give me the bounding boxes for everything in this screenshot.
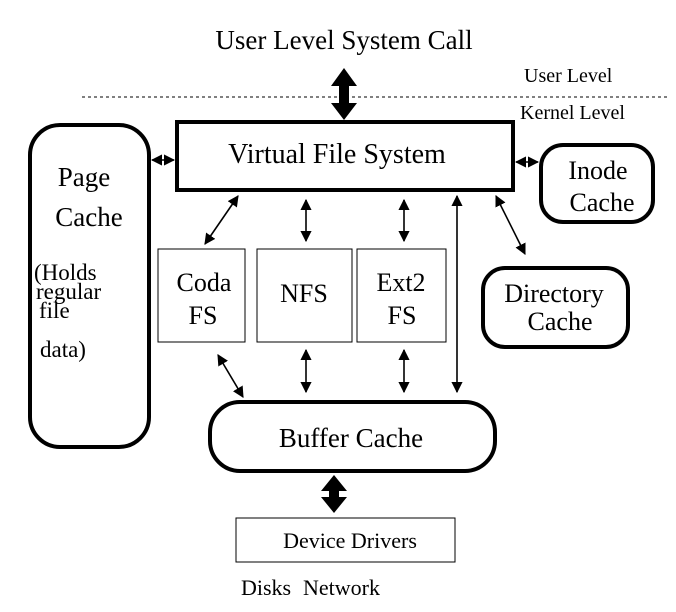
directory-cache-label-line1: Directory	[504, 279, 604, 308]
vfs-label: Virtual File System	[228, 139, 446, 170]
coda-buffer-cache-arrow	[217, 354, 244, 398]
disks-label: Disks	[241, 575, 291, 600]
page-cache-note-line1: (Holds	[34, 260, 97, 285]
page-cache-box	[28, 123, 151, 449]
buffer-cache-box	[208, 400, 497, 473]
coda-fs-label-line2: FS	[189, 301, 218, 330]
vfs-coda-arrow	[204, 195, 239, 245]
user-level-label: User Level	[524, 65, 613, 87]
vfs-box	[175, 120, 515, 192]
diagram-title: User Level System Call	[215, 25, 472, 55]
inode-cache-label-line2: Cache	[570, 188, 635, 217]
vfs-directory-cache-arrow	[495, 194, 526, 256]
inode-cache-label-line1: Inode	[568, 156, 627, 185]
ext2-fs-label-line1: Ext2	[376, 268, 425, 297]
coda-fs-box	[157, 248, 246, 343]
directory-cache-box	[481, 266, 630, 349]
device-drivers-label: Device Drivers	[283, 528, 417, 553]
ext2-fs-label-line2: FS	[388, 301, 417, 330]
page-cache-label-line1: Page	[58, 162, 111, 192]
syscall-thick-arrow	[331, 68, 357, 120]
coda-fs-label-line1: Coda	[177, 268, 232, 297]
ext2-fs-box	[356, 248, 447, 343]
page-cache-note-line3: file	[39, 298, 70, 323]
nfs-box	[256, 248, 353, 343]
kernel-level-label: Kernel Level	[520, 102, 625, 124]
nfs-label: NFS	[280, 279, 328, 308]
page-cache-note-line2: regular	[36, 279, 101, 304]
directory-cache-label-line2: Cache	[528, 307, 593, 336]
inode-cache-box	[539, 143, 655, 224]
page-cache-note-line4: data)	[40, 337, 86, 362]
buffer-cache-label: Buffer Cache	[279, 423, 423, 453]
device-drivers-box	[235, 517, 456, 563]
buffer-device-thick-arrow	[321, 475, 347, 513]
page-cache-label-line2: Cache	[55, 202, 122, 232]
network-label: Network	[303, 575, 380, 600]
